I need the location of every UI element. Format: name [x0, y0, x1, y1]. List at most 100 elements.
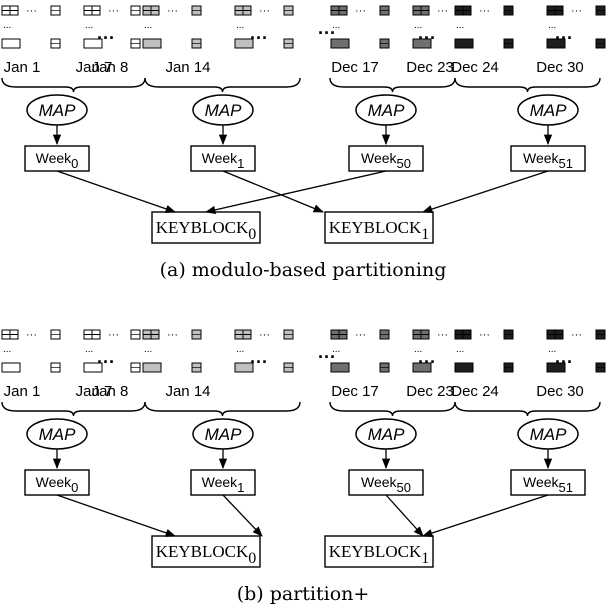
vertical-ellipsis: ... [3, 344, 11, 355]
day-grid-cell [1, 5, 19, 16]
day-cell [379, 5, 390, 16]
date-label: Jan 7 [76, 383, 113, 400]
week-brace [454, 401, 601, 417]
diagram-partition-plus: ···...···...···...···...···...···...···.… [1, 329, 606, 605]
date-label: Dec 24 [451, 59, 499, 76]
ellipsis: ··· [108, 329, 119, 341]
map-label: MAP [205, 101, 243, 120]
day-cell [454, 38, 474, 49]
figure-caption: (a) modulo-based partitioning [160, 259, 447, 281]
date-label: Dec 24 [451, 383, 499, 400]
map-node: MAP [355, 94, 417, 126]
day-cell [50, 5, 61, 16]
group-ellipsis: ··· [97, 352, 115, 372]
keyblock-label: KEYBLOCK0 [156, 542, 257, 567]
week-to-keyblock-arrow [422, 170, 549, 214]
week-label: Week1 [202, 474, 245, 495]
week-label: Week0 [36, 474, 79, 495]
week-brace [1, 77, 146, 93]
date-label: Jan 14 [165, 383, 210, 400]
week-label: Week51 [523, 150, 573, 171]
group-ellipsis: ··· [418, 352, 436, 372]
week-to-keyblock-arrow [385, 494, 424, 537]
ellipsis: ··· [355, 329, 366, 341]
keyblock-box: KEYBLOCK0 [151, 535, 261, 568]
day-grid-cell [412, 5, 430, 16]
day-cell [283, 329, 294, 340]
date-label: Dec 17 [331, 59, 379, 76]
week-label: Week50 [361, 474, 411, 495]
day-grid-cell [142, 329, 160, 340]
map-label: MAP [39, 101, 77, 120]
day-cell [379, 38, 390, 49]
week-box: Week51 [510, 469, 586, 496]
keyblock-box: KEYBLOCK1 [324, 211, 434, 244]
ellipsis: ··· [571, 329, 582, 341]
day-cell [595, 38, 606, 49]
week-box: Week50 [348, 145, 424, 172]
week-label: Week51 [523, 474, 573, 495]
day-cell [191, 38, 202, 49]
date-label: Dec 30 [536, 59, 584, 76]
ellipsis: ··· [108, 5, 119, 17]
day-cell [191, 362, 202, 373]
vertical-ellipsis: ... [3, 20, 11, 31]
week-box: Week1 [190, 469, 256, 496]
day-cell [330, 38, 350, 49]
week-to-keyblock-arrow [56, 170, 176, 213]
day-cell [283, 5, 294, 16]
day-cell [130, 38, 141, 49]
day-grid-cell [234, 329, 252, 340]
group-ellipsis: ··· [555, 28, 573, 48]
day-grid-cell [454, 5, 472, 16]
map-node: MAP [517, 94, 579, 126]
day-grid-cell [83, 329, 101, 340]
week-box: Week50 [348, 469, 424, 496]
date-label: Dec 30 [536, 383, 584, 400]
calendar-rows: ···...···...···...···...···...···...···.… [1, 5, 606, 49]
ellipsis: ··· [167, 5, 178, 17]
day-grid-cell [1, 329, 19, 340]
vertical-ellipsis: ... [548, 344, 556, 355]
ellipsis: ··· [479, 329, 490, 341]
week-to-keyblock-arrow [204, 170, 387, 214]
diagram-modulo-partitioning: ···...···...···...···...···...···...···.… [1, 5, 606, 281]
vertical-ellipsis: ... [456, 20, 464, 31]
keyblock-box: KEYBLOCK0 [151, 211, 261, 244]
week-box: Week0 [24, 469, 90, 496]
date-label: Jan 1 [4, 59, 41, 76]
day-cell [191, 329, 202, 340]
day-cell [50, 329, 61, 340]
day-grid-cell [330, 5, 348, 16]
day-cell [379, 329, 390, 340]
day-cell [546, 362, 566, 373]
map-node: MAP [355, 418, 417, 450]
group-ellipsis: ··· [250, 352, 268, 372]
week-to-keyblock-arrow [222, 170, 324, 213]
date-label: Jan 8 [92, 383, 129, 400]
group-ellipsis: ··· [318, 23, 336, 43]
keyblock-box: KEYBLOCK1 [324, 535, 434, 568]
group-ellipsis: ··· [555, 352, 573, 372]
figure-caption: (b) partition+ [237, 583, 370, 605]
map-node: MAP [26, 418, 88, 450]
calendar-rows: ···...···...···...···...···...···...···.… [1, 329, 606, 373]
date-label: Jan 14 [165, 59, 210, 76]
day-cell [595, 362, 606, 373]
ellipsis: ··· [437, 5, 448, 17]
date-label: Dec 23 [406, 59, 454, 76]
day-grid-cell [454, 329, 472, 340]
vertical-ellipsis: ... [414, 344, 422, 355]
map-node: MAP [26, 94, 88, 126]
map-node: MAP [192, 418, 254, 450]
day-cell [130, 5, 141, 16]
week-to-keyblock-arrow [422, 494, 549, 538]
group-ellipsis: ··· [318, 347, 336, 367]
map-label: MAP [205, 425, 243, 444]
day-grid-cell [330, 329, 348, 340]
vertical-ellipsis: ... [332, 20, 340, 31]
day-cell [142, 38, 162, 49]
map-label: MAP [39, 425, 77, 444]
ellipsis: ··· [26, 5, 37, 17]
week-label: Week50 [361, 150, 411, 171]
